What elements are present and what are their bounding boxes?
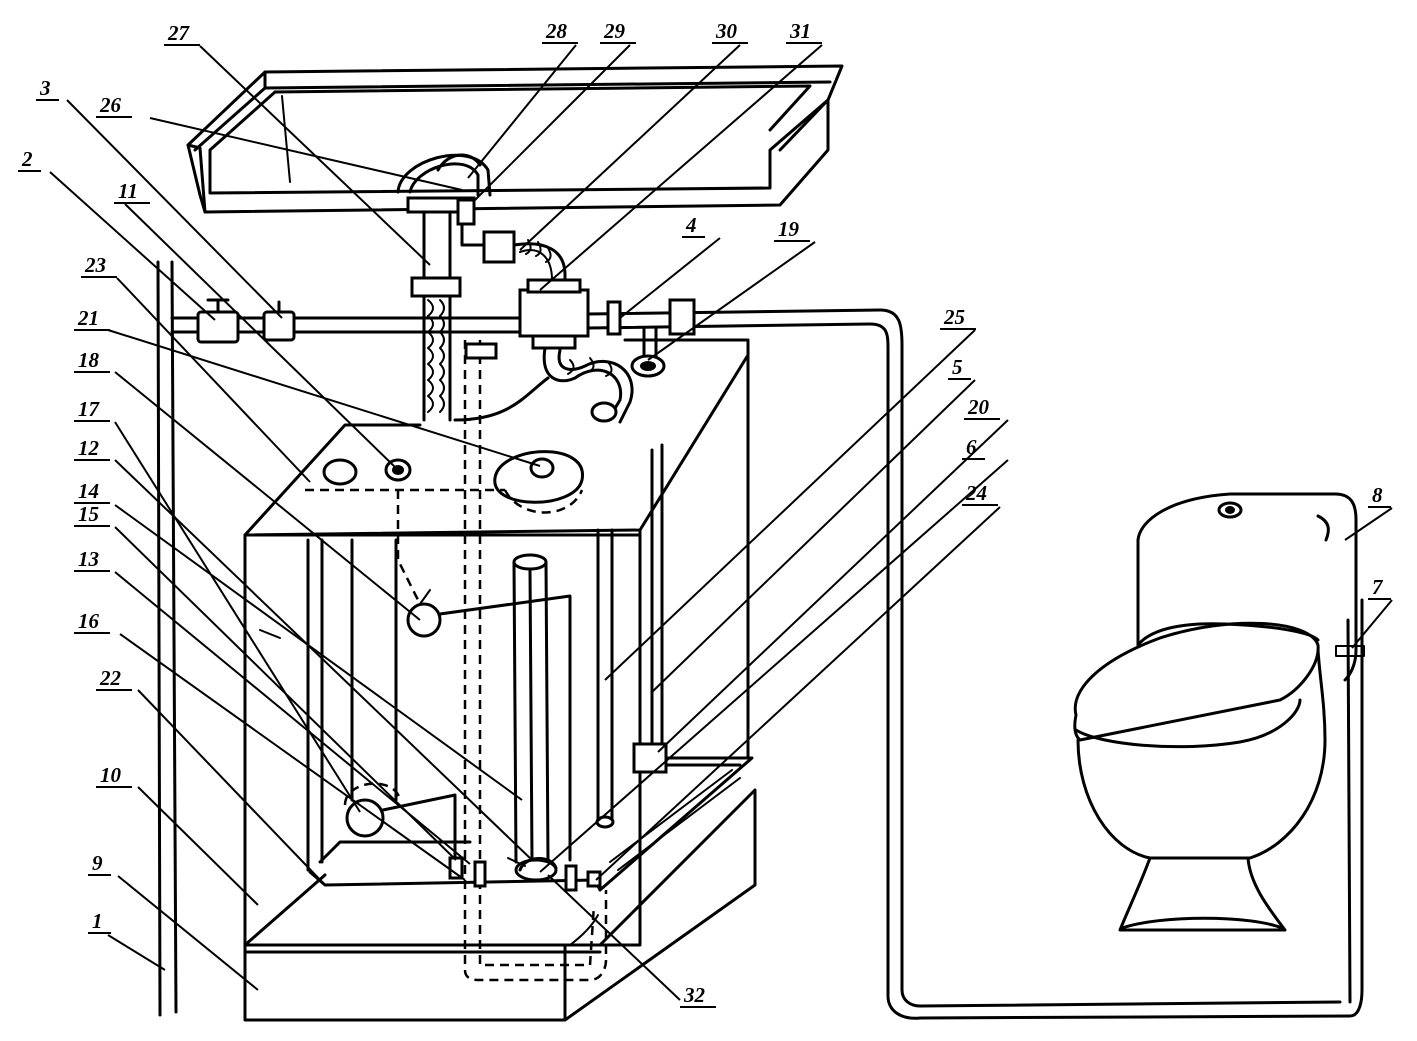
drain-pipe — [406, 196, 476, 422]
drain-trap — [396, 153, 492, 197]
label-27: 27 — [167, 21, 191, 45]
hidden-pipe — [463, 340, 608, 982]
label-19: 19 — [778, 217, 800, 241]
label-10: 10 — [100, 763, 122, 787]
label-1: 1 — [92, 909, 103, 933]
label-23: 23 — [84, 253, 106, 277]
label-5: 5 — [952, 355, 963, 379]
label-7: 7 — [1372, 575, 1384, 599]
tank-lid-details — [305, 450, 584, 601]
label-3: 3 — [39, 76, 51, 100]
label-31: 31 — [789, 19, 811, 43]
hose — [542, 346, 634, 424]
lower-float — [343, 538, 457, 862]
label-20: 20 — [967, 395, 990, 419]
label-18: 18 — [78, 348, 100, 372]
washbasin — [186, 64, 844, 214]
label-22: 22 — [99, 666, 122, 690]
upper-float — [406, 589, 572, 862]
label-14: 14 — [78, 479, 99, 503]
secondary-outlet — [456, 198, 567, 292]
label-12: 12 — [78, 436, 100, 460]
label-26: 26 — [99, 93, 122, 117]
label-25: 25 — [943, 305, 965, 329]
label-29: 29 — [603, 19, 626, 43]
wall — [156, 260, 178, 1017]
siphon-tube — [512, 553, 550, 864]
supply-pipe — [170, 278, 1364, 1020]
label-2: 2 — [21, 147, 33, 171]
label-21: 21 — [77, 306, 99, 330]
leader-lines — [49, 44, 1393, 1001]
toilet — [1073, 492, 1365, 932]
label-9: 9 — [92, 851, 103, 875]
label-30: 30 — [715, 19, 738, 43]
label-11: 11 — [118, 179, 138, 203]
label-17: 17 — [78, 397, 101, 421]
label-4: 4 — [685, 213, 697, 237]
reference-labels: 1234567891011121314151617181920212223242… — [18, 19, 1391, 1008]
label-28: 28 — [545, 19, 568, 43]
label-24: 24 — [965, 481, 987, 505]
label-32: 32 — [683, 983, 706, 1007]
label-8: 8 — [1372, 483, 1383, 507]
label-16: 16 — [78, 609, 100, 633]
label-6: 6 — [966, 435, 977, 459]
bottom-valves — [448, 856, 602, 892]
label-15: 15 — [78, 502, 99, 526]
tank — [243, 338, 757, 1022]
label-13: 13 — [78, 547, 99, 571]
